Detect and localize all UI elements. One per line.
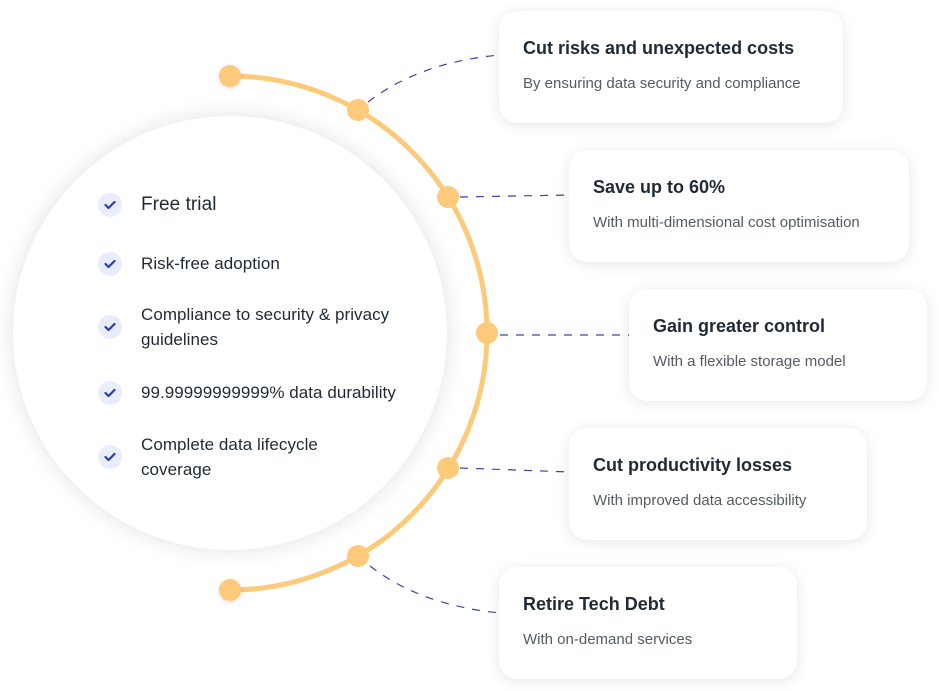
check-icon [98,445,122,469]
feature-label: Complete data lifecycle coverage [141,435,318,479]
connector-line-1 [367,54,501,103]
feature-item: Risk-free adoption [98,251,428,276]
benefit-title: Cut productivity losses [593,455,793,475]
feature-label: Free trial [141,194,217,215]
benefit-card: Retire Tech Debt With on-demand services [499,567,797,679]
benefit-title: Gain greater control [653,316,826,336]
benefit-subtitle: With improved data accessibility [593,492,807,509]
check-icon [98,380,122,405]
benefit-subtitle: By ensuring data security and compliance [523,75,801,92]
feature-item: Complete data lifecycle coverage [98,432,428,482]
connector-line-5 [369,565,501,614]
benefit-subtitle: With multi-dimensional cost optimisation [593,214,860,231]
arc-node-dot-2 [437,186,459,208]
benefit-title: Save up to 60% [593,177,726,197]
feature-label: Risk-free adoption [141,254,280,273]
connector-line-2 [459,194,571,198]
arc-end-dot-bottom [219,579,241,601]
feature-label: Compliance to security & privacy guideli… [141,305,390,349]
benefit-title: Retire Tech Debt [523,594,665,614]
benefit-card: Gain greater control With a flexible sto… [629,289,927,401]
check-icon [98,315,122,339]
arc-node-dot-5 [347,545,369,567]
check-icon [98,251,122,276]
connector-line-4 [459,467,571,473]
benefit-card: Save up to 60% With multi-dimensional co… [569,150,909,262]
benefit-card: Cut risks and unexpected costs By ensuri… [499,11,843,123]
feature-label: 99.99999999999% data durability [141,383,396,402]
features-circle [13,116,447,550]
benefit-subtitle: With a flexible storage model [653,353,846,370]
feature-item: Compliance to security & privacy guideli… [98,302,428,352]
arc-node-dot-3 [476,322,498,344]
arc-node-dot-4 [437,457,459,479]
feature-item: 99.99999999999% data durability [98,380,428,405]
arc-node-dot-1 [347,99,369,121]
benefit-title: Cut risks and unexpected costs [523,38,795,58]
arc-end-dot-top [219,65,241,87]
feature-item: Free trial [98,192,428,217]
benefit-card: Cut productivity losses With improved da… [569,428,867,540]
check-icon [98,192,122,217]
benefit-subtitle: With on-demand services [523,631,693,648]
